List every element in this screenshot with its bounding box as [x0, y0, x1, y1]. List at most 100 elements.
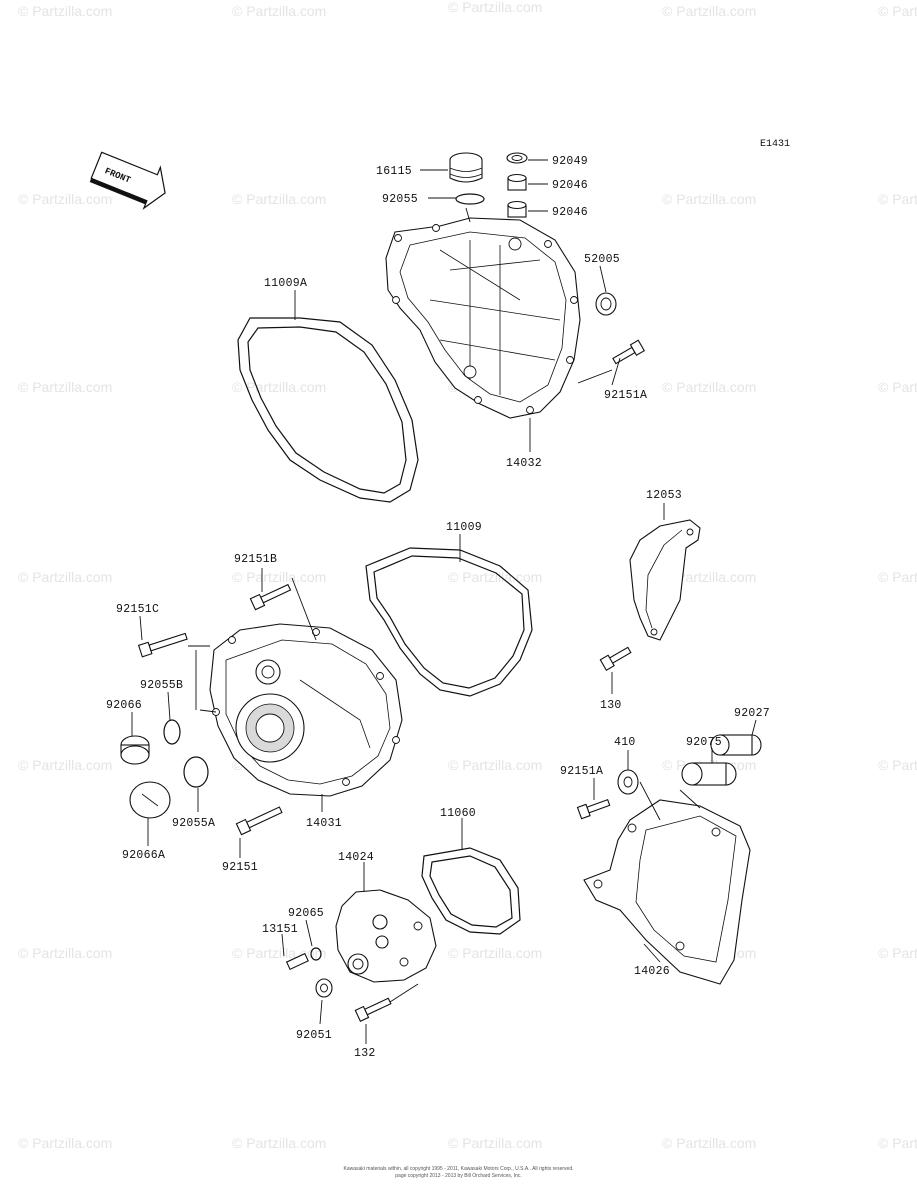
label-14026: 14026 [634, 965, 670, 978]
watermark: © Partzilla.com [878, 945, 917, 961]
watermark: © Partzilla.com [662, 3, 756, 19]
o-ring-92055B[interactable] [163, 719, 181, 745]
plug-92066[interactable] [120, 735, 150, 765]
label-92075: 92075 [686, 736, 722, 749]
bolt-92151C[interactable] [137, 631, 188, 658]
label-92055B: 92055B [140, 679, 183, 692]
chain-guard-12053[interactable] [629, 519, 701, 641]
watermark: © Partzilla.com [448, 569, 542, 585]
watermark: © Partzilla.com [878, 3, 917, 19]
oil-filler-cap-16115[interactable] [449, 152, 483, 183]
sprocket-cover-14026[interactable] [583, 799, 751, 985]
watermark: © Partzilla.com [662, 191, 756, 207]
label-11009: 11009 [446, 521, 482, 534]
watermark: © Partzilla.com [232, 191, 326, 207]
label-132: 132 [354, 1047, 376, 1060]
watermark: © Partzilla.com [448, 757, 542, 773]
label-92055A: 92055A [172, 817, 215, 830]
bolt-130[interactable] [599, 645, 632, 671]
label-92065: 92065 [288, 907, 324, 920]
cover-14032[interactable] [385, 217, 581, 419]
label-12053: 12053 [646, 489, 682, 502]
bolt-92151[interactable] [235, 804, 283, 836]
label-410: 410 [614, 736, 636, 749]
label-11009A: 11009A [264, 277, 307, 290]
bolt-92151A-mid[interactable] [576, 797, 611, 820]
o-ring-92055A[interactable] [183, 756, 209, 788]
o-ring-92055[interactable] [455, 193, 485, 205]
leader-lines-left [131, 568, 323, 858]
leader-lines-top [294, 159, 621, 452]
watermark: © Partzilla.com [18, 379, 112, 395]
gasket-11009A-inner [247, 326, 407, 494]
gasket-11009-inner [373, 555, 525, 689]
label-92151A-mid: 92151A [560, 765, 603, 778]
watermark: © Partzilla.com [878, 379, 917, 395]
label-92046-lower: 92046 [552, 206, 588, 219]
watermark: © Partzilla.com [18, 569, 112, 585]
watermark: © Partzilla.com [232, 379, 326, 395]
label-92049: 92049 [552, 155, 588, 168]
label-92051: 92051 [296, 1029, 332, 1042]
label-92066: 92066 [106, 699, 142, 712]
collar-92027[interactable] [710, 734, 762, 756]
label-13151: 13151 [262, 923, 298, 936]
leader-lines-right [593, 719, 757, 963]
watermark: © Partzilla.com [232, 569, 326, 585]
watermark: © Partzilla.com [18, 1135, 112, 1151]
label-92046-upper: 92046 [552, 179, 588, 192]
o-ring-92065[interactable] [310, 947, 322, 961]
bolt-92151B[interactable] [249, 582, 292, 611]
part-labels: 16115 92049 92046 92055 92046 52005 1100… [106, 155, 770, 1060]
label-92151C: 92151C [116, 603, 159, 616]
gasket-11060[interactable] [421, 847, 521, 935]
watermark: © Partzilla.com [662, 379, 756, 395]
copyright-line-2: page copyright 2013 - 2013 by Bill Orcha… [395, 1173, 522, 1179]
gasket-11009A[interactable] [237, 317, 419, 503]
label-92151: 92151 [222, 861, 258, 874]
label-92151A-top: 92151A [604, 389, 647, 402]
watermark: © Partzilla.com [878, 191, 917, 207]
watermark: © Partzilla.com [878, 757, 917, 773]
watermark: © Partzilla.com [18, 945, 112, 961]
bushing-92046-upper[interactable] [507, 173, 527, 191]
label-14032: 14032 [506, 457, 542, 470]
label-92027: 92027 [734, 707, 770, 720]
gasket-11060-inner [429, 855, 513, 928]
watermark: © Partzilla.com [878, 569, 917, 585]
watermark: © Partzilla.com [18, 191, 112, 207]
watermark: © Partzilla.com [18, 3, 112, 19]
watermark: © Partzilla.com [232, 1135, 326, 1151]
seal-92051[interactable] [315, 978, 333, 998]
watermark: © Partzilla.com [662, 569, 756, 585]
bolt-13151[interactable] [285, 952, 309, 971]
damper-410[interactable] [617, 769, 639, 795]
collar-92075[interactable] [681, 762, 737, 786]
watermark: © Partzilla.com [662, 1135, 756, 1151]
front-arrow-icon: FRONT [89, 151, 166, 210]
oil-seal-52005[interactable] [595, 292, 617, 316]
plug-92066A[interactable] [129, 781, 171, 819]
cover-14031[interactable] [209, 623, 403, 797]
watermark: © Partzilla.com [878, 1135, 917, 1151]
drawing-number: E1431 [760, 139, 790, 150]
watermark: © Partzilla.com [18, 757, 112, 773]
label-14031: 14031 [306, 817, 342, 830]
label-14024: 14024 [338, 851, 374, 864]
label-16115: 16115 [376, 165, 412, 178]
watermark: © Partzilla.com [448, 1135, 542, 1151]
label-92055: 92055 [382, 193, 418, 206]
label-92066A: 92066A [122, 849, 165, 862]
watermark: © Partzilla.com [448, 945, 542, 961]
label-130: 130 [600, 699, 622, 712]
gasket-11009[interactable] [365, 547, 533, 697]
bushing-92049[interactable] [506, 152, 528, 164]
watermark: © Partzilla.com [232, 3, 326, 19]
bolt-92151A-top[interactable] [611, 339, 646, 366]
pump-cover-14024[interactable] [335, 889, 437, 983]
bolt-132[interactable] [354, 996, 392, 1022]
label-11060: 11060 [440, 807, 476, 820]
bushing-92046-lower[interactable] [507, 200, 527, 218]
copyright-line-1: Kawasaki materials within, all copyright… [343, 1166, 574, 1172]
